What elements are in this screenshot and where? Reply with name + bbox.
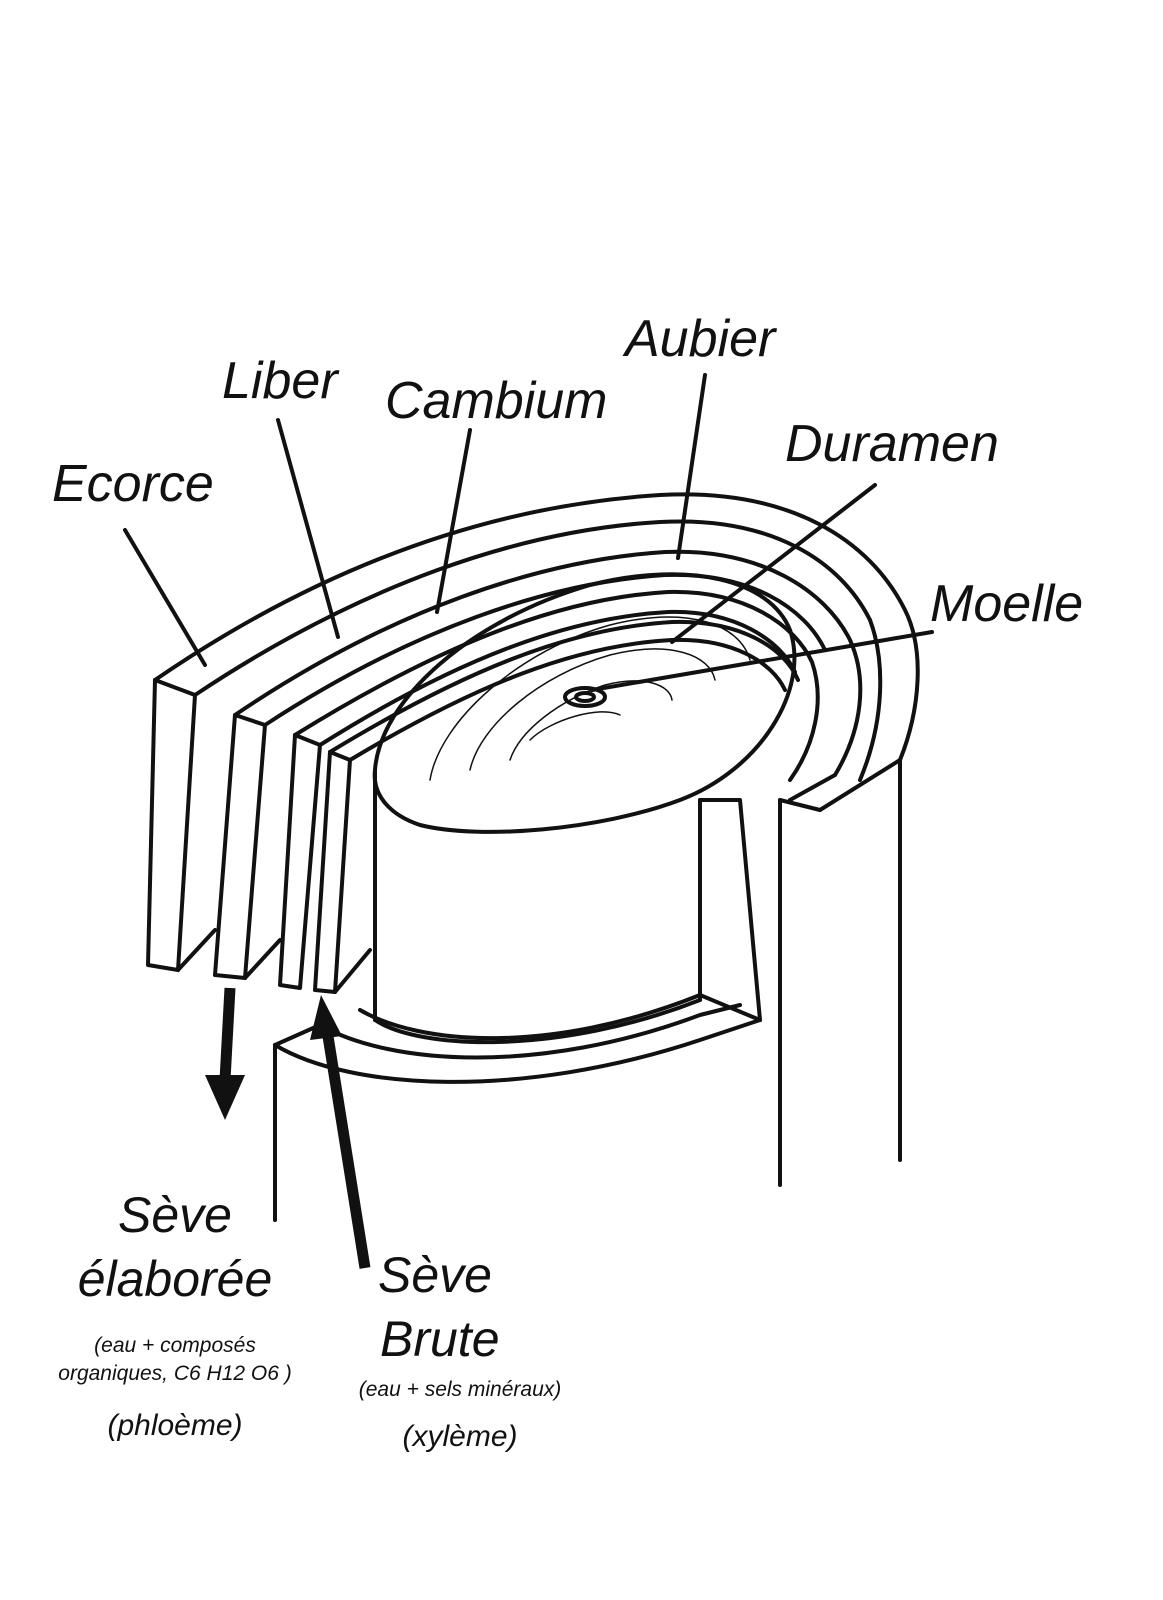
arrow-up-icon [310, 995, 371, 1269]
seve-elaboree-block: Sève élaborée (eau + composés organiques… [20, 1190, 330, 1441]
arrow-down-icon [205, 987, 245, 1120]
label-aubier: Aubier [625, 310, 776, 368]
seve-brute-note: (eau + sels minéraux) [358, 1378, 562, 1401]
label-liber: Liber [222, 352, 338, 410]
lower-bands [273, 798, 762, 1222]
seve-brute-tissue: (xylème) [402, 1420, 518, 1454]
duramen-core [372, 572, 797, 1045]
leader-duramen [670, 483, 877, 644]
seve-brute-block: Sève Brute (eau + sels minéraux) (xylème… [330, 1250, 590, 1452]
aubier-shell [328, 619, 800, 762]
label-ecorce: Ecorce [52, 455, 214, 513]
leader-cambium [435, 428, 472, 614]
leader-aubier [676, 373, 707, 560]
leader-moelle [590, 630, 934, 692]
label-cambium: Cambium [385, 372, 608, 430]
cutaway-slabs [146, 678, 372, 994]
leader-ecorce [123, 528, 207, 667]
leader-liber [276, 418, 340, 639]
seve-brute-line2: Brute [380, 1311, 500, 1367]
cambium-shell [293, 589, 820, 782]
label-duramen: Duramen [785, 415, 999, 473]
seve-elaboree-line1: Sève [118, 1187, 232, 1243]
seve-elaboree-note-line2: organiques, C6 H12 O6 ) [58, 1362, 292, 1386]
seve-elaboree-note-line1: (eau + composés [94, 1334, 256, 1357]
bark-shell [153, 492, 920, 1187]
seve-brute-line1: Sève [378, 1247, 492, 1303]
seve-elaboree-tissue: (phloème) [107, 1408, 243, 1442]
seve-elaboree-line2: élaborée [77, 1251, 273, 1307]
label-moelle: Moelle [930, 575, 1084, 633]
moelle-pith [563, 686, 607, 708]
leader-lines [123, 373, 934, 692]
